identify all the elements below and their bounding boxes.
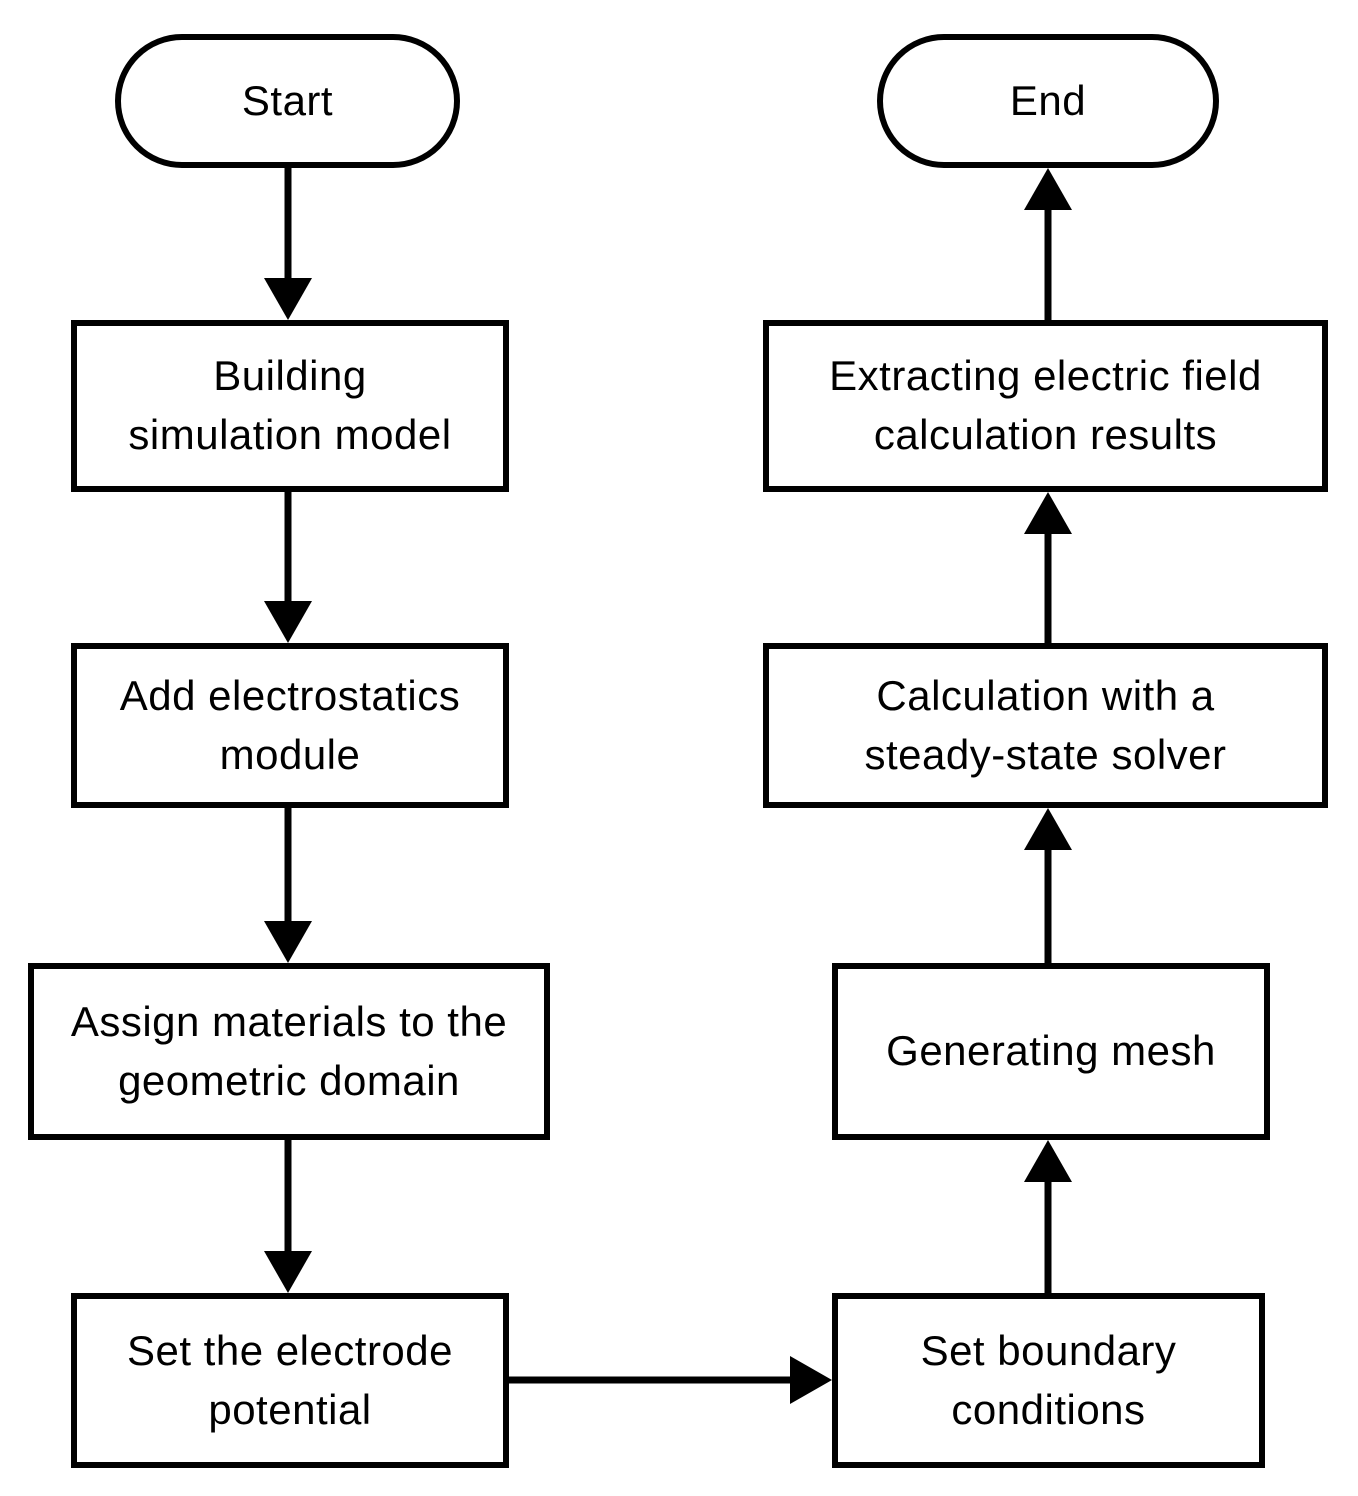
arrow-calculation-to-extracting: [1024, 492, 1072, 643]
node-calculation-steady-state-solver: Calculation with a steady-state solver: [763, 643, 1328, 808]
arrow-mesh-to-calculation: [1024, 808, 1072, 963]
node-assign-materials-to-geometric-domain: Assign materials to the geometric domain: [28, 963, 550, 1140]
arrow-boundary-to-mesh: [1024, 1140, 1072, 1293]
node-set-electrode-potential: Set the electrode potential: [71, 1293, 509, 1468]
node-set-boundary-conditions: Set boundary conditions: [832, 1293, 1265, 1468]
node-start-terminator: Start: [115, 34, 460, 168]
node-add-electrostatics-module: Add electrostatics module: [71, 643, 509, 808]
arrow-electrode-to-boundary: [509, 1356, 832, 1404]
node-extracting-electric-field-results: Extracting electric field calculation re…: [763, 320, 1328, 492]
node-end-terminator: End: [877, 34, 1219, 168]
arrow-extracting-to-end: [1024, 168, 1072, 320]
node-building-simulation-model: Building simulation model: [71, 320, 509, 492]
node-generating-mesh: Generating mesh: [832, 963, 1270, 1140]
arrow-electrostatics-to-materials: [264, 808, 312, 963]
arrow-building-to-electrostatics: [264, 492, 312, 643]
arrow-materials-to-electrode: [264, 1140, 312, 1293]
arrow-start-to-building: [264, 166, 312, 320]
